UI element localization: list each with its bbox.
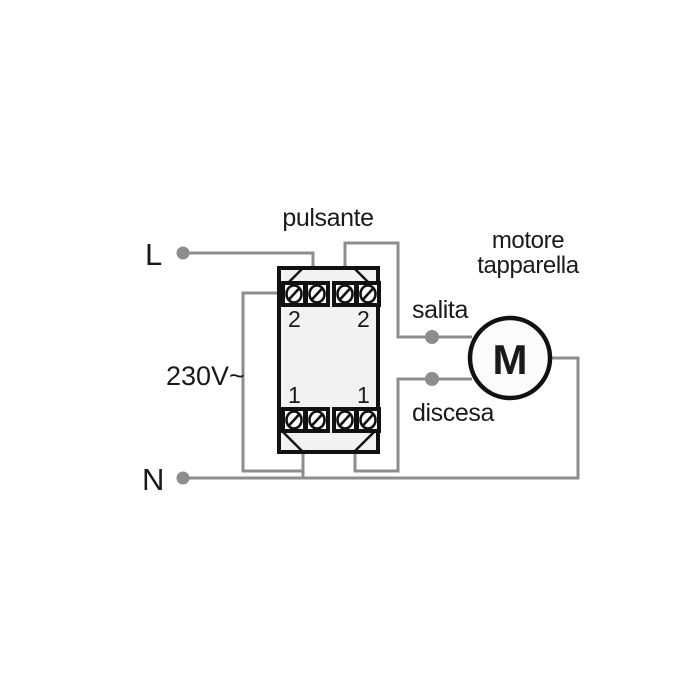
screw-terminal-icon[interactable] (355, 281, 381, 307)
terminal-number-bottom-left: 1 (288, 382, 301, 408)
label-salita: salita (412, 296, 468, 324)
pulsante-switch-block[interactable]: 2 2 1 1 (277, 266, 381, 454)
motor-letter: M (493, 336, 528, 383)
screw-terminal-icon[interactable] (304, 281, 330, 307)
discesa-node-dot (425, 372, 439, 386)
screw-terminal-icon[interactable] (281, 407, 307, 433)
screw-terminal-icon[interactable] (332, 407, 358, 433)
label-neutral: N (142, 462, 164, 497)
label-discesa: discesa (412, 399, 494, 427)
terminal-number-top-left: 2 (288, 306, 301, 332)
label-pulsante: pulsante (282, 204, 373, 232)
terminal-number-top-right: 2 (357, 306, 370, 332)
wire-top-right-jumper-to-salita (343, 241, 432, 339)
screw-terminal-icon[interactable] (355, 407, 381, 433)
screw-terminal-icon[interactable] (281, 281, 307, 307)
screw-terminal-icon[interactable] (332, 281, 358, 307)
terminal-bottom-right-pair[interactable] (332, 407, 381, 433)
label-voltage: 230V~ (166, 361, 245, 391)
salita-node-dot (425, 330, 439, 344)
terminal-top-right-pair[interactable] (332, 281, 381, 307)
label-tapparella: tapparella (477, 252, 579, 279)
motor-circle (467, 315, 553, 401)
label-motore: motore (492, 227, 564, 254)
neutral-node-dot (176, 471, 190, 485)
wire-bottom-right-to-discesa (353, 377, 432, 473)
terminal-top-left-pair[interactable] (281, 281, 330, 307)
screw-terminal-icon[interactable] (304, 407, 330, 433)
label-live: L (145, 237, 162, 272)
terminal-bottom-left-pair[interactable] (281, 407, 330, 433)
motor-symbol-group[interactable]: M (467, 315, 553, 401)
terminal-number-bottom-right: 1 (357, 382, 370, 408)
live-node-dot (176, 246, 190, 260)
